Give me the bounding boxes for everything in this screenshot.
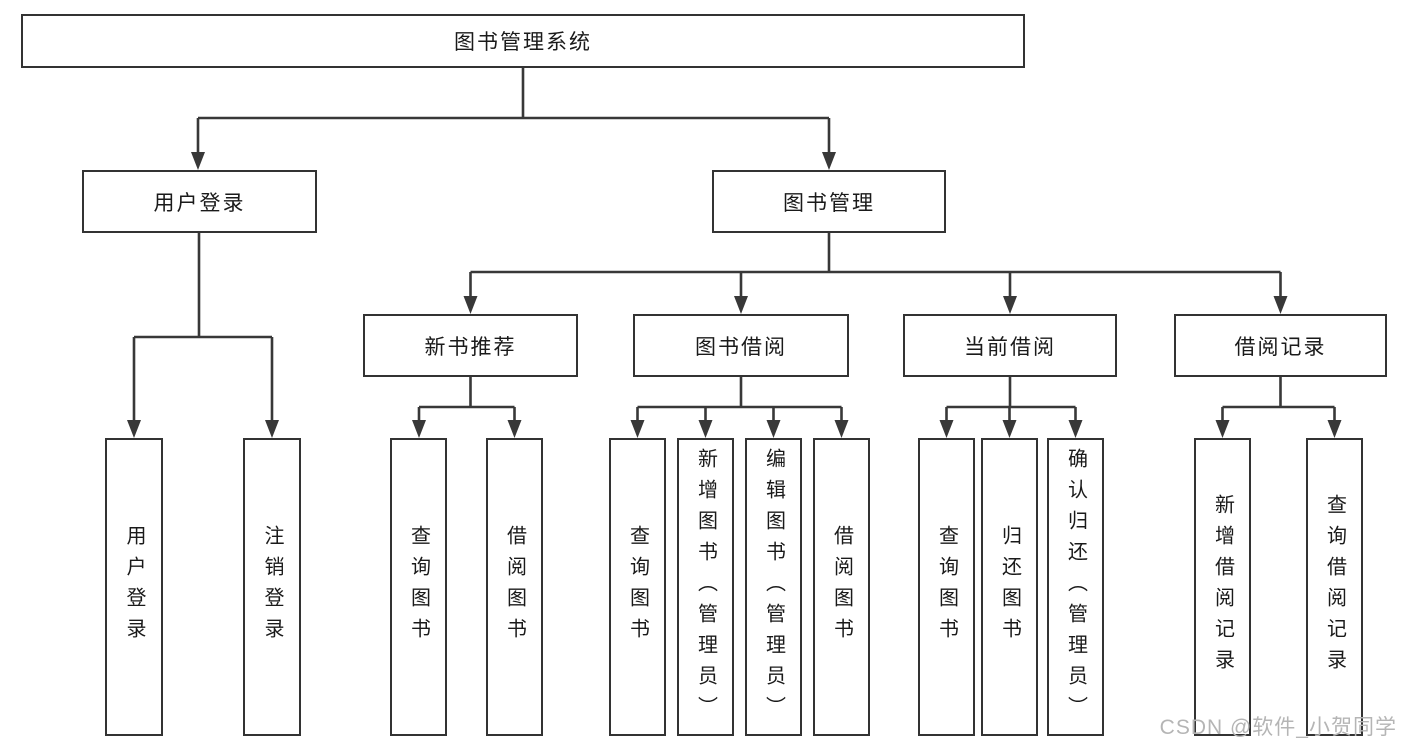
leaf-add-borrow-record: 新增借阅记录 <box>1194 438 1251 736</box>
leaf-edit-book-admin: 编辑图书（管理员） <box>745 438 802 736</box>
connector-current-borrow-branch <box>939 377 1083 438</box>
leaf-confirm-return-admin: 确认归还（管理员） <box>1047 438 1104 736</box>
node-user-login: 用户登录 <box>82 170 317 233</box>
leaf-user-login: 用户登录 <box>105 438 163 736</box>
leaf-add-book-admin: 新增图书（管理员） <box>677 438 734 736</box>
node-book-borrow: 图书借阅 <box>633 314 849 377</box>
leaf-borrow-book: 借阅图书 <box>813 438 870 736</box>
node-new-book-recommend: 新书推荐 <box>363 314 578 377</box>
leaf-borrow-book-recommend: 借阅图书 <box>486 438 543 736</box>
leaf-query-book-recommend: 查询图书 <box>390 438 447 736</box>
connector-book-management-branch <box>463 233 1288 314</box>
leaf-query-borrow-record: 查询借阅记录 <box>1306 438 1363 736</box>
connector-new-book-branch <box>412 377 522 438</box>
connector-borrow-records-branch <box>1215 377 1342 438</box>
connector-root-to-level2 <box>191 68 836 170</box>
node-current-borrow: 当前借阅 <box>903 314 1117 377</box>
node-borrow-records: 借阅记录 <box>1174 314 1387 377</box>
connector-user-login-branch <box>127 233 279 438</box>
leaf-return-book: 归还图书 <box>981 438 1038 736</box>
leaf-query-book-current: 查询图书 <box>918 438 975 736</box>
connector-book-borrow-branch <box>630 377 849 438</box>
csdn-watermark: CSDN @软件_小贺同学 <box>1159 716 1397 739</box>
leaf-logout: 注销登录 <box>243 438 301 736</box>
node-root: 图书管理系统 <box>21 14 1025 68</box>
node-book-management: 图书管理 <box>712 170 946 233</box>
leaf-query-book-borrow: 查询图书 <box>609 438 666 736</box>
